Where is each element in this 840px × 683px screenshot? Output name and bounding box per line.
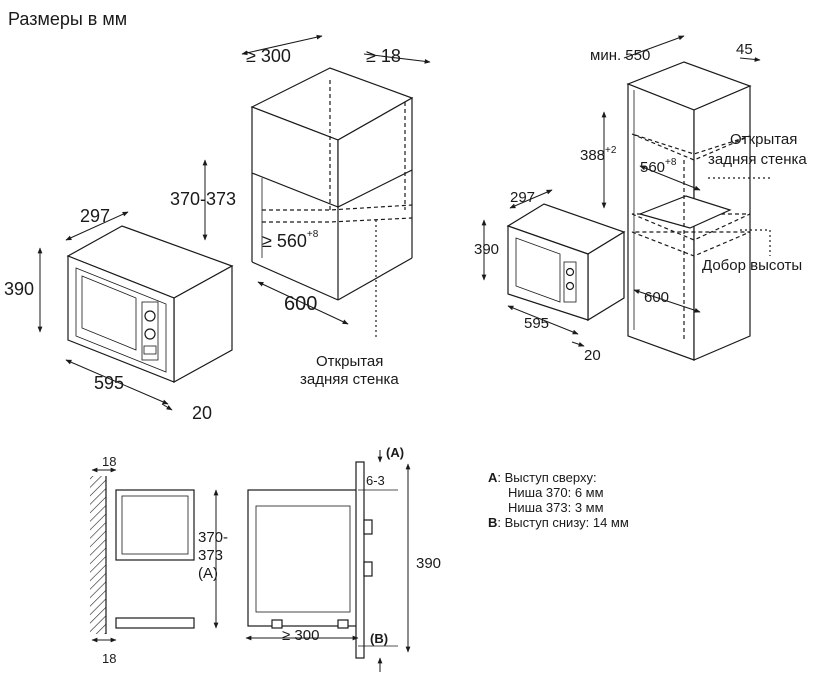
section-height-label: 390: [416, 555, 442, 572]
section-niche-line3: (A): [198, 565, 218, 582]
tall-app-frame-label: 20: [584, 347, 601, 364]
microwave-appliance: [66, 225, 234, 384]
cabinet-dimensions: [202, 34, 431, 325]
diagram-title: Размеры в мм: [8, 9, 128, 29]
appliance-width-label: 595: [94, 373, 125, 393]
section-wall-bottom-label: 18: [102, 651, 117, 666]
cabinet-depth-label: ≥ 300: [246, 46, 291, 66]
legend-b-text: : Выступ снизу: 14 мм: [497, 515, 629, 530]
cabinet-height-label: 370-373: [170, 189, 237, 209]
tall-dimensions: [481, 35, 761, 347]
appliance-height-label: 390: [4, 279, 35, 299]
section-niche-line2: 373: [198, 547, 224, 564]
appliance-depth-label: 297: [80, 206, 111, 226]
tall-cabinet: [626, 61, 771, 361]
tall-app-height-label: 390: [474, 241, 500, 258]
cabinet-width-min-label: ≥ 560+8: [262, 229, 319, 251]
cabinet-offset-label: ≥ 18: [366, 46, 401, 66]
tall-app-depth-label: 297: [510, 189, 536, 206]
tall-app-width-label: 595: [524, 315, 550, 332]
cabinet-open-back-line1: Открытая: [316, 353, 384, 370]
legend-niche-370: Ниша 370: 6 мм: [508, 485, 604, 500]
appliance-dimensions: [37, 211, 173, 411]
section-depth-label: ≥ 300: [282, 627, 320, 644]
legend: A: Выступ сверху: Ниша 370: 6 мм Ниша 37…: [488, 470, 629, 530]
tall-height-label: 388+2: [580, 145, 617, 164]
tall-appliance: [506, 203, 626, 322]
section-b-mark: (B): [370, 631, 389, 646]
legend-b-row: B: Выступ снизу: 14 мм: [488, 515, 629, 530]
legend-niche-373: Ниша 373: 3 мм: [508, 500, 604, 515]
appliance-frame-label: 20: [192, 403, 213, 423]
section-a-mark: (A): [386, 445, 405, 460]
tall-depth-label: мин. 550: [590, 47, 651, 64]
section-wall-top-label: 18: [102, 454, 117, 469]
legend-b-key: B: [488, 515, 498, 530]
tall-width-label: 600: [644, 289, 670, 306]
legend-a-row: A: Выступ сверху:: [488, 470, 629, 485]
section-a-range-label: 6-3: [366, 473, 385, 488]
tall-open-back-line2: задняя стенка: [708, 151, 807, 168]
legend-a-text: : Выступ сверху:: [497, 470, 597, 485]
cabinet-open-back-line2: задняя стенка: [300, 371, 399, 388]
legend-a-key: A: [488, 470, 498, 485]
section-view: [90, 461, 398, 659]
wall-cabinet: [250, 67, 414, 340]
tall-offset-label: 45: [736, 41, 753, 58]
section-niche-line1: 370-: [198, 529, 229, 546]
section-dimensions: [91, 450, 411, 672]
tall-open-back-line1: Открытая: [730, 131, 798, 148]
cabinet-width-label: 600: [284, 293, 318, 315]
tall-width-min-label: 560+8: [640, 157, 677, 176]
tall-extra-height-label: Добор высоты: [702, 257, 803, 274]
